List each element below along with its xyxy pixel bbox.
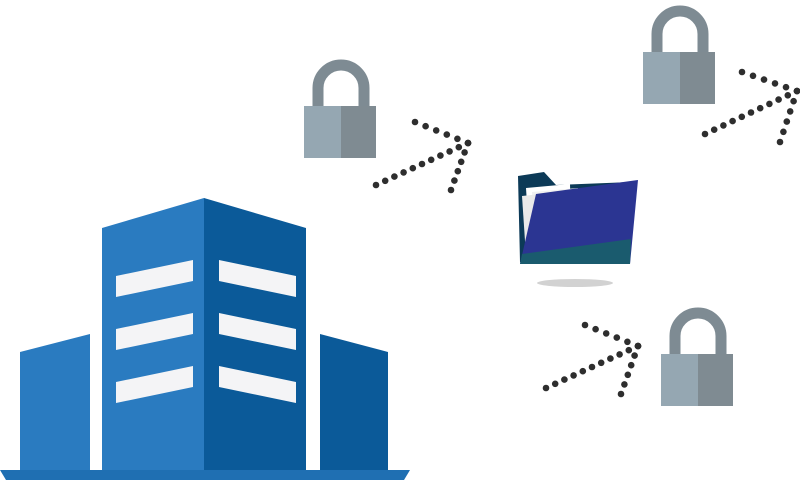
office-building-icon [0, 198, 410, 482]
padlock-icon [661, 307, 733, 406]
padlock-icon [304, 59, 376, 158]
dotted-arrow-icon [542, 321, 642, 398]
dotted-arrows [372, 68, 800, 398]
dotted-arrow-icon [701, 68, 800, 146]
padlock-icon [643, 5, 715, 104]
dotted-arrow-icon [372, 118, 472, 194]
folder-icon [518, 172, 638, 287]
